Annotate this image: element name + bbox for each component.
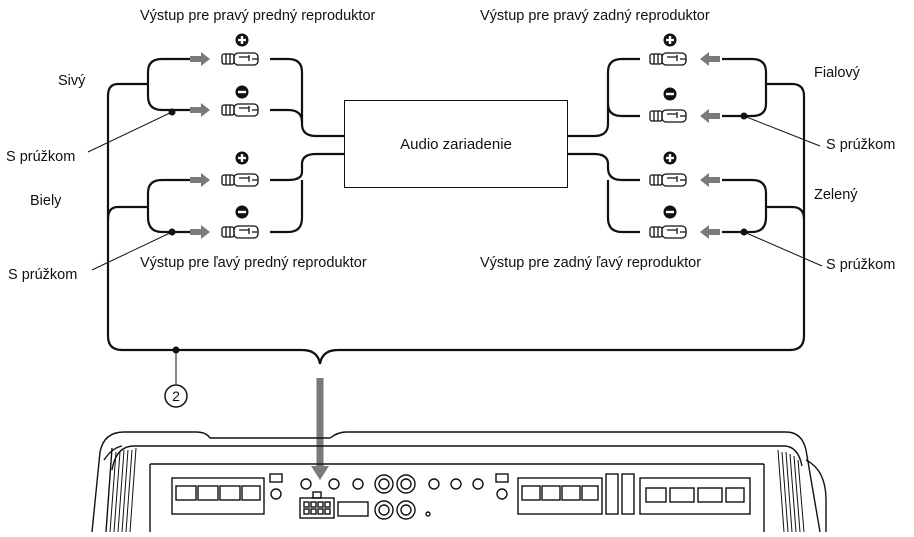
striped-label-front-right: S prúžkom	[6, 149, 76, 165]
right-wires	[568, 57, 806, 234]
rear-left-output-label: Výstup pre zadný ľavý reproduktor	[480, 255, 702, 271]
green-wire-label: Zelený	[814, 187, 858, 203]
left-wires	[106, 57, 806, 365]
violet-wire-label: Fialový	[814, 65, 860, 81]
svg-text:2: 2	[172, 388, 180, 404]
amplifier	[91, 431, 827, 533]
audio-device-box: Audio zariadenie	[344, 100, 568, 188]
stripe-leaders	[87, 108, 823, 384]
striped-label-front-left: S prúžkom	[8, 267, 78, 283]
striped-label-rear-left: S prúžkom	[826, 257, 896, 273]
white-wire-label: Biely	[30, 193, 62, 209]
left-connectors	[190, 33, 259, 240]
rear-right-output-label: Výstup pre pravý zadný reproduktor	[480, 8, 710, 24]
gray-wire-label: Sivý	[58, 73, 86, 89]
front-right-output-label: Výstup pre pravý predný reproduktor	[140, 8, 376, 24]
harness-reference: 2	[164, 384, 188, 408]
striped-label-rear-right: S prúžkom	[826, 137, 896, 153]
right-connectors	[649, 33, 720, 240]
insert-arrow	[311, 378, 329, 480]
front-left-output-label: Výstup pre ľavý predný reproduktor	[140, 255, 367, 271]
audio-device-label: Audio zariadenie	[400, 135, 512, 153]
